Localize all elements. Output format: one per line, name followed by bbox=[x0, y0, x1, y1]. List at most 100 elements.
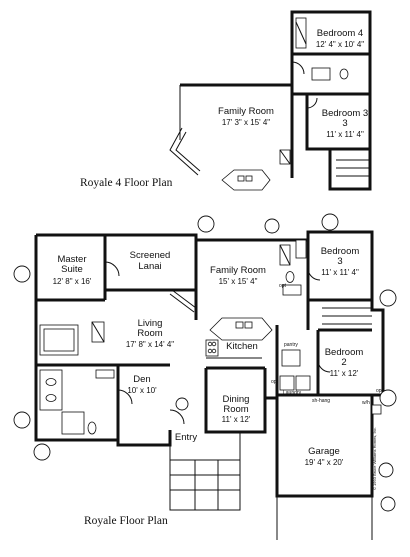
room-label-lanai: Lanai bbox=[138, 261, 161, 272]
door-bed2 bbox=[317, 359, 331, 373]
sink-right bbox=[245, 175, 253, 182]
room-number-bedroom-3: 3 bbox=[337, 256, 342, 267]
water-heater-box bbox=[371, 404, 382, 415]
room-label-family-room: Family Room bbox=[210, 265, 266, 276]
den-bottom-wall bbox=[116, 430, 172, 447]
vanity-left bbox=[39, 369, 63, 411]
bay-window-left bbox=[169, 127, 199, 176]
toilet-bath bbox=[87, 421, 97, 435]
kitchen-sink-left bbox=[235, 321, 244, 329]
tree-icon bbox=[379, 389, 397, 407]
room-dims-garage: 19' 4" x 20' bbox=[305, 458, 344, 467]
bay-window-left-inner bbox=[175, 131, 201, 172]
room-label-living-room-2: Room bbox=[137, 328, 162, 339]
room-dims-den: 10' x 10' bbox=[127, 386, 157, 395]
shower bbox=[61, 411, 85, 435]
tree-icon bbox=[13, 265, 31, 283]
hall-closet-hatch bbox=[279, 244, 291, 266]
dining-bottom-wall bbox=[204, 398, 267, 434]
tree-icon bbox=[321, 213, 339, 231]
kitchen-island-main bbox=[209, 317, 273, 341]
room-dims-master-suite: 12' 8" x 16' bbox=[53, 277, 92, 286]
sink-bath-1 bbox=[45, 378, 57, 386]
room-label-master-suite-2: Suite bbox=[61, 264, 83, 275]
room-label-screened: Screened bbox=[130, 250, 171, 261]
kitchen-sink-right bbox=[244, 321, 253, 329]
label-opt-1: opt bbox=[271, 379, 279, 385]
room-dims-family-room-top: 17' 3" x 15' 4" bbox=[222, 118, 270, 127]
hall-linen bbox=[295, 239, 307, 259]
room-label-bedroom-3: Bedroom bbox=[321, 246, 360, 257]
room-label-dining-2: Room bbox=[223, 404, 248, 415]
room-dims-bedroom-3-top: 11' x 11' 4" bbox=[326, 130, 364, 139]
room-label-living-room-1: Living bbox=[138, 318, 163, 329]
tree-icon bbox=[33, 443, 51, 461]
room-dims-bedroom-4: 12' 4" x 10' 4" bbox=[316, 40, 364, 49]
room-dims-bedroom-2: 11' x 12' bbox=[330, 369, 359, 378]
room-number-bedroom-3-top: 3 bbox=[342, 118, 347, 129]
label-laundry: Laundry bbox=[283, 390, 302, 396]
label-opt-3: opt bbox=[279, 283, 287, 289]
room-label-garage: Garage bbox=[308, 446, 340, 457]
room-dims-living-room: 17' 8" x 14' 4" bbox=[126, 340, 174, 349]
label-water-heater: w/h bbox=[362, 400, 370, 406]
room-label-den: Den bbox=[133, 374, 150, 385]
copyright-text: © 1993 Bruce Williams Homes, Inc. bbox=[372, 427, 377, 490]
lanai-diagonal-2 bbox=[169, 293, 195, 313]
burner-3 bbox=[207, 348, 213, 354]
door-den bbox=[117, 389, 133, 405]
tree-icon bbox=[13, 411, 31, 429]
room-label-family-room-top: Family Room bbox=[218, 106, 274, 117]
tree-icon bbox=[379, 289, 397, 307]
laundry-dryer bbox=[295, 375, 311, 391]
room-label-bedroom-2: Bedroom bbox=[325, 347, 364, 358]
burner-4 bbox=[211, 348, 217, 354]
room-label-entry: Entry bbox=[175, 432, 197, 443]
bath-vanity bbox=[311, 67, 331, 81]
linen-closet bbox=[95, 369, 115, 379]
tree-icon bbox=[378, 462, 394, 478]
room-label-master-suite-1: Master bbox=[57, 254, 86, 265]
door-master bbox=[104, 261, 120, 277]
label-opt-2: opt bbox=[376, 388, 384, 394]
tree-icon bbox=[175, 397, 189, 411]
kitchen-range bbox=[205, 339, 219, 357]
plan-title-royale-4: Royale 4 Floor Plan bbox=[80, 177, 173, 189]
lanai-diagonal-1 bbox=[171, 289, 197, 309]
ac-hatch bbox=[279, 149, 291, 165]
master-tub-inner bbox=[43, 328, 75, 352]
entry-walk bbox=[169, 432, 241, 511]
room-label-kitchen: Kitchen bbox=[226, 341, 258, 352]
label-shelving: sh-hang bbox=[312, 398, 330, 404]
room-dims-family-room: 15' x 15' 4" bbox=[219, 277, 258, 286]
burner-2 bbox=[211, 341, 217, 347]
closet-hatch bbox=[295, 21, 307, 45]
door-swing-1 bbox=[291, 61, 305, 75]
room-label-bedroom-4: Bedroom 4 bbox=[317, 28, 363, 39]
door-bed3 bbox=[307, 267, 321, 281]
room-dims-dining-room: 11' x 12' bbox=[222, 415, 251, 424]
room-dims-bedroom-3: 11' x 11' 4" bbox=[321, 268, 359, 277]
master-closet-hatch bbox=[91, 321, 105, 343]
burner-1 bbox=[207, 341, 213, 347]
hall-toilet bbox=[285, 271, 295, 283]
door-entry bbox=[169, 409, 185, 425]
hall-vanity bbox=[282, 284, 302, 296]
royale-plan: Master Suite 12' 8" x 16' Screened Lanai… bbox=[13, 213, 397, 540]
label-pantry: pantry bbox=[284, 342, 298, 348]
door-swing-2 bbox=[306, 97, 318, 109]
room-label-dining-1: Dining bbox=[223, 394, 250, 405]
toilet bbox=[339, 68, 349, 80]
tree-icon bbox=[380, 496, 396, 512]
laundry-washer bbox=[279, 375, 295, 391]
pantry-box bbox=[281, 349, 301, 367]
sink-bath-2 bbox=[45, 394, 57, 402]
royale-4-plan: Bedroom 4 12' 4" x 10' 4" Family Room 17… bbox=[80, 10, 372, 191]
room-label-bedroom-3-top: Bedroom 3 bbox=[322, 108, 368, 119]
sink-left bbox=[237, 175, 245, 182]
tree-icon bbox=[264, 218, 280, 234]
room-number-bedroom-2: 2 bbox=[341, 357, 346, 368]
plan-title-royale: Royale Floor Plan bbox=[84, 515, 168, 527]
outer-wall-left-bottom bbox=[34, 235, 118, 442]
